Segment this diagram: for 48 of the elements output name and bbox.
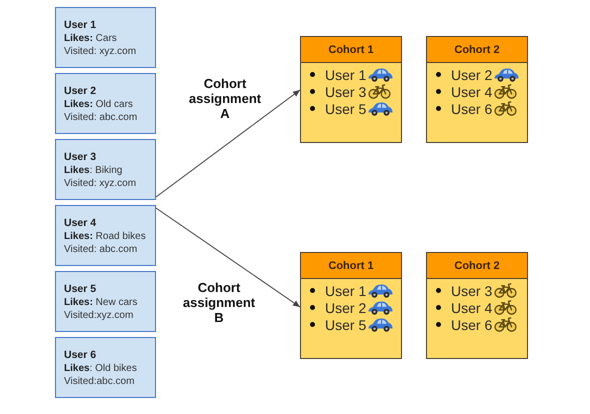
cohort-header: Cohort 2 (427, 253, 527, 279)
list-item: User 5 (325, 100, 366, 116)
cohort-header: Cohort 1 (301, 253, 401, 279)
list-item: User 4 (451, 84, 492, 100)
user-detail: Likes: Cars (64, 32, 118, 45)
user-detail: Visited:xyz.com (64, 309, 134, 322)
user-detail: Visited: xyz.com (64, 45, 138, 58)
user-name: User 2 (64, 85, 98, 98)
user-detail: Likes: Biking (64, 164, 124, 177)
edge-label: Cohort assignment A (188, 76, 262, 121)
list-item: User 6 (451, 316, 492, 332)
list-item: User 6 (451, 100, 492, 116)
user-name: User 6 (64, 349, 98, 362)
list-item: User 3 (451, 282, 492, 298)
user-card (55, 205, 156, 266)
user-card (55, 139, 156, 200)
user-card (55, 7, 156, 68)
arrow (156, 208, 300, 308)
list-item: User 2 (451, 66, 492, 82)
edge-label: Cohort assignment B (182, 280, 256, 325)
list-item: User 1 (325, 66, 366, 82)
list-item: User 1 (325, 282, 366, 298)
list-item: User 4 (451, 300, 492, 316)
cohort-header: Cohort 1 (301, 37, 401, 63)
list-item: User 2 (325, 300, 366, 316)
user-detail: Likes: Old bikes (64, 362, 138, 375)
user-name: User 3 (64, 151, 98, 164)
user-card (55, 73, 156, 134)
user-detail: Visited:abc.com (64, 375, 136, 388)
user-card (55, 271, 156, 332)
user-detail: Visited: abc.com (64, 243, 138, 256)
cohort-header: Cohort 2 (427, 37, 527, 63)
cohort-card (426, 36, 528, 143)
user-detail: Likes: New cars (64, 296, 138, 309)
user-detail: Likes: Old cars (64, 98, 134, 111)
user-detail: Visited: abc.com (64, 111, 138, 124)
cohort-card (426, 252, 528, 359)
list-item: User 3 (325, 84, 366, 100)
arrow (156, 90, 300, 198)
user-name: User 4 (64, 217, 98, 230)
user-detail: Likes: Road bikes (64, 230, 147, 243)
cohort-card (300, 36, 402, 143)
user-card (55, 337, 156, 398)
list-item: User 5 (325, 316, 366, 332)
user-name: User 5 (64, 283, 98, 296)
cohort-card (300, 252, 402, 359)
user-name: User 1 (64, 19, 98, 32)
user-detail: Visited: xyz.com (64, 177, 138, 190)
